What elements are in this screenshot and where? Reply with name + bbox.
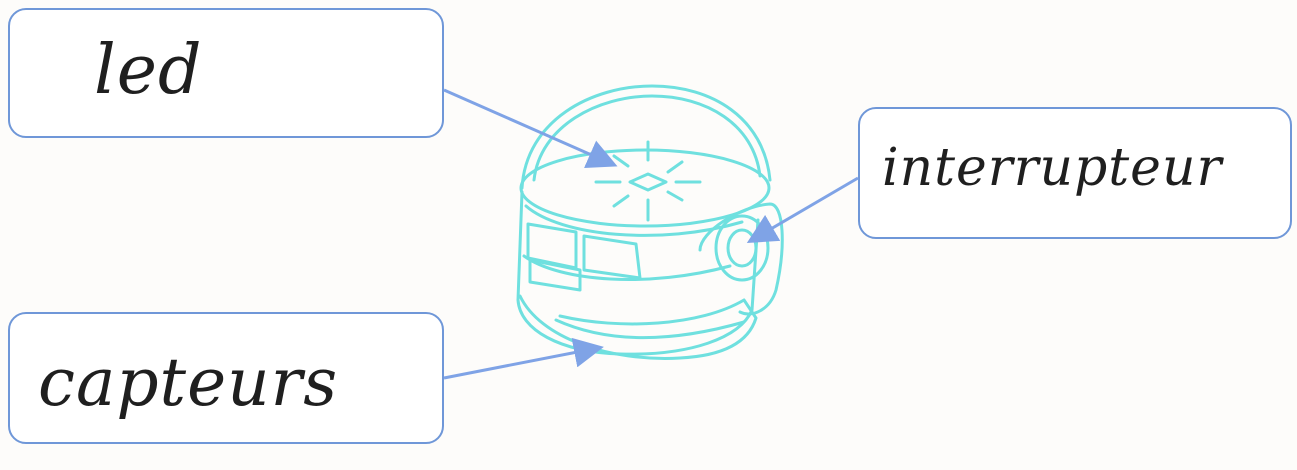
- led-arrow: [443, 88, 618, 169]
- sensors-arrow: [443, 337, 604, 380]
- robot-top-plate: [519, 148, 771, 228]
- sensors-label-box: capteurs: [8, 312, 444, 444]
- led-label-box: led: [8, 8, 444, 138]
- robot-switch: [714, 214, 770, 282]
- switch-arrow: [746, 176, 859, 244]
- robot-led: [628, 172, 668, 192]
- switch-label: interrupteur: [882, 138, 1223, 198]
- robot-dome: [520, 84, 772, 190]
- switch-label-box: interrupteur: [858, 107, 1292, 239]
- sensors-label: capteurs: [38, 343, 339, 421]
- led-label: led: [94, 30, 203, 110]
